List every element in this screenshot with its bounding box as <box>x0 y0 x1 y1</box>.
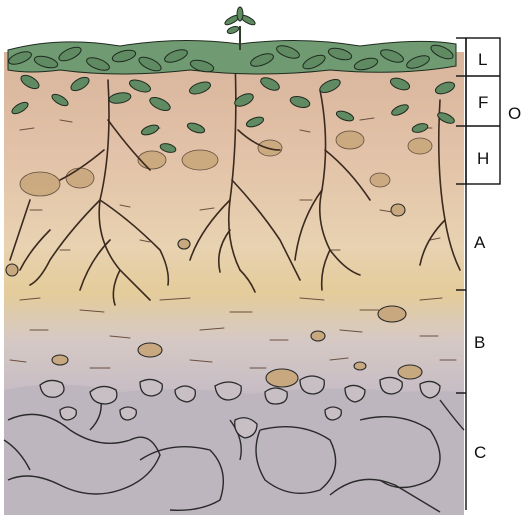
horizon-label-o: O <box>508 104 521 123</box>
horizon-label-c: C <box>474 443 486 462</box>
horizon-label-h: H <box>477 149 489 168</box>
horizon-label-f: F <box>478 93 488 112</box>
horizon-label-l: L <box>478 50 487 69</box>
horizon-label-b: B <box>474 333 485 352</box>
bedrock-zone <box>4 384 464 515</box>
horizon-label-a: A <box>474 233 486 252</box>
